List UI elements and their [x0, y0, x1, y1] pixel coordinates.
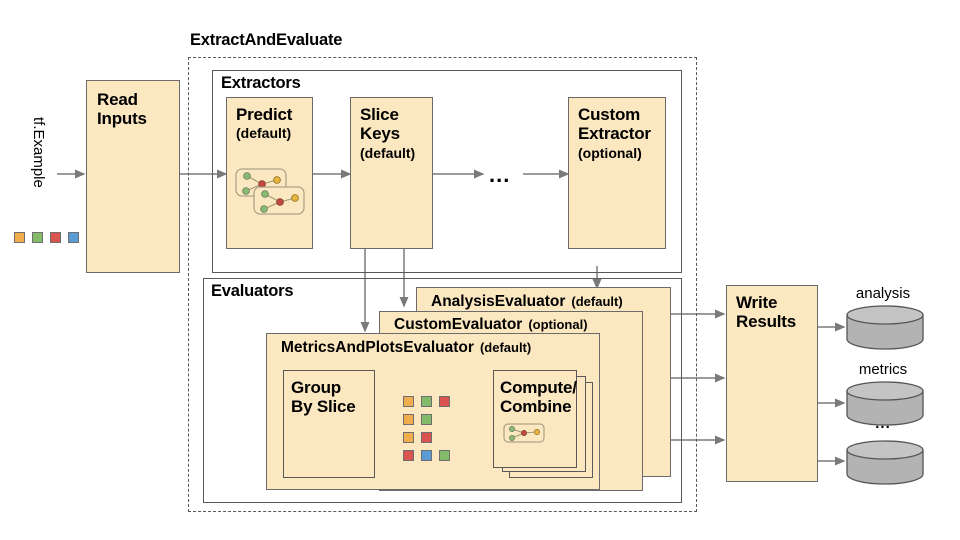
custom-extractor-title: Custom Extractor [578, 105, 651, 144]
write-results-box[interactable]: Write Results [726, 285, 818, 482]
slice-keys-subtitle: (default) [360, 145, 416, 161]
chip-red [439, 396, 450, 407]
chip-orange [403, 414, 414, 425]
extract-and-evaluate-title: ExtractAndEvaluate [190, 31, 343, 49]
metrics-and-plots-evaluator-title: MetricsAndPlotsEvaluator [281, 339, 474, 356]
custom-extractor-subtitle: (optional) [578, 145, 642, 161]
extractor-box-slice-keys[interactable]: Slice Keys (default) [350, 97, 433, 249]
chip-orange [403, 396, 414, 407]
slice-chip-row-4 [403, 450, 450, 461]
input-chips [14, 232, 79, 243]
graph-icon [503, 423, 545, 443]
output-label-metrics: metrics [858, 361, 908, 378]
input-label: tf.Example [30, 117, 47, 188]
chip-green [421, 396, 432, 407]
extract-and-evaluate-container [188, 57, 697, 512]
chip-red [403, 450, 414, 461]
chip-blue [421, 450, 432, 461]
chip-red [50, 232, 61, 243]
graph-icon [235, 168, 305, 215]
extractor-box-custom[interactable]: Custom Extractor (optional) [568, 97, 666, 249]
slice-chip-row-2 [403, 414, 432, 425]
cylinder-metrics [846, 381, 924, 426]
compute-combine-box[interactable]: Compute/ Combine [493, 370, 577, 468]
slice-chip-row-3 [403, 432, 432, 443]
output-label-more: ... [875, 415, 891, 432]
slice-keys-title: Slice Keys [360, 105, 400, 144]
chip-green [421, 414, 432, 425]
custom-evaluator-subtitle: (optional) [528, 317, 588, 332]
chip-red [421, 432, 432, 443]
extractors-group-label: Extractors [221, 74, 301, 92]
analysis-evaluator-subtitle: (default) [571, 294, 623, 309]
extractors-container [212, 70, 682, 273]
predict-title: Predict [236, 105, 293, 124]
compute-combine-title: Compute/ Combine [500, 378, 577, 417]
group-by-slice-box[interactable]: Group By Slice [283, 370, 375, 478]
extractors-ellipsis: ... [489, 162, 511, 187]
metrics-and-plots-evaluator-subtitle: (default) [479, 340, 532, 355]
slice-chip-row-1 [403, 396, 450, 407]
cylinder-analysis [846, 305, 924, 350]
chip-green [32, 232, 43, 243]
custom-evaluator-title: CustomEvaluator [394, 316, 523, 333]
output-label-analysis: analysis [855, 285, 911, 302]
chip-orange [14, 232, 25, 243]
read-inputs-box[interactable]: Read Inputs [86, 80, 180, 273]
chip-green [439, 450, 450, 461]
analysis-evaluator-title: AnalysisEvaluator [431, 293, 566, 310]
read-inputs-title: Read Inputs [97, 90, 147, 129]
cylinder-more [846, 440, 924, 485]
chip-blue [68, 232, 79, 243]
group-by-slice-title: Group By Slice [291, 378, 356, 417]
evaluators-container [203, 278, 682, 503]
predict-subtitle: (default) [236, 125, 292, 141]
chip-orange [403, 432, 414, 443]
write-results-title: Write Results [736, 293, 797, 332]
evaluators-group-label: Evaluators [211, 282, 294, 300]
extractor-box-predict[interactable]: Predict (default) [226, 97, 313, 249]
